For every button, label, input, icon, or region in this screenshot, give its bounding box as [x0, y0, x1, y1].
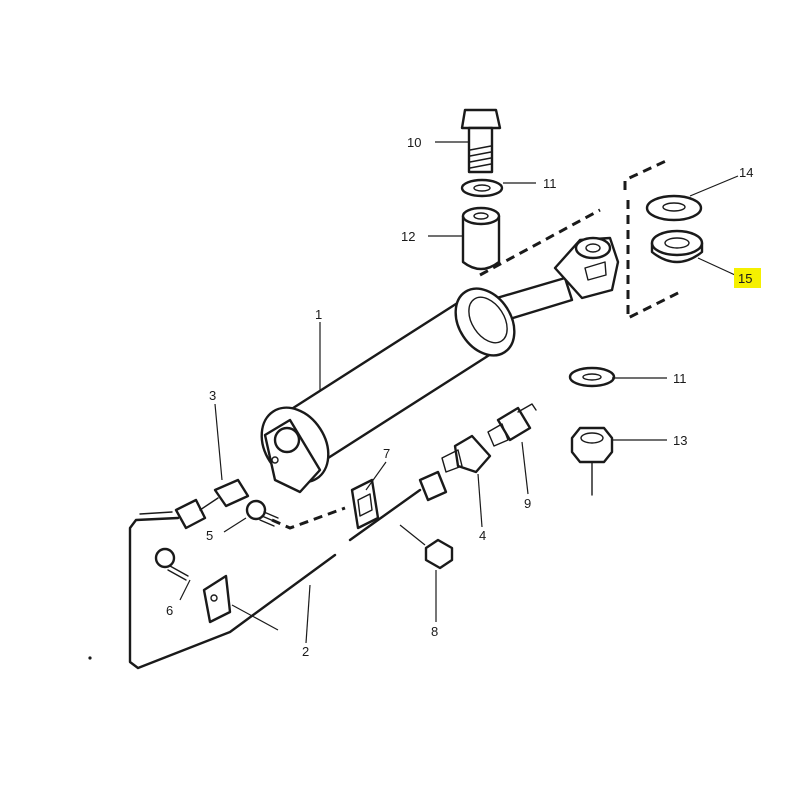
highlight-box-15: [734, 268, 761, 288]
callout-12: 12: [401, 229, 415, 244]
leader-lines: [179, 141, 739, 644]
callout-labels: 10 11 12 14 15 11 13 1 3 5 6 7 8 4 9 2: [166, 135, 761, 659]
hydraulic-pipe-2: [128, 488, 422, 670]
callout-8: 8: [431, 624, 438, 639]
callout-7: 7: [383, 446, 390, 461]
clip-7: [350, 478, 380, 530]
callout-1: 1: [315, 307, 322, 322]
callout-4: 4: [479, 528, 486, 543]
washer-11-top: [460, 178, 504, 198]
washer-14: [645, 194, 703, 222]
callout-11-lower: 11: [673, 371, 687, 386]
rod-end-eye: [553, 236, 620, 300]
nut-13: [570, 426, 614, 496]
callout-6: 6: [166, 603, 173, 618]
screw-6: [154, 547, 189, 581]
callout-3: 3: [209, 388, 216, 403]
spacer-sleeve-12: [461, 206, 501, 271]
screw-5: [245, 499, 279, 527]
stray-dot: [88, 656, 92, 660]
fitting-3: [174, 478, 250, 530]
callout-11-top: 11: [543, 176, 557, 191]
callout-15: 15: [738, 271, 752, 286]
cylinder-body: [260, 276, 574, 494]
fitting-9: [487, 403, 537, 447]
bolt-10: [460, 108, 502, 174]
washer-11-lower: [568, 366, 616, 388]
callout-14: 14: [739, 165, 753, 180]
mounting-bracket-lower: [271, 506, 346, 530]
callout-10: 10: [407, 135, 421, 150]
pipe-clip-6: [202, 574, 232, 624]
mounting-bracket-outline: [479, 158, 681, 321]
callout-9: 9: [524, 496, 531, 511]
callout-5: 5: [206, 528, 213, 543]
bush-15: [650, 229, 704, 264]
callout-2: 2: [302, 644, 309, 659]
nut-8: [424, 538, 454, 570]
union-fitting-4: [418, 434, 492, 502]
callout-13: 13: [673, 433, 687, 448]
